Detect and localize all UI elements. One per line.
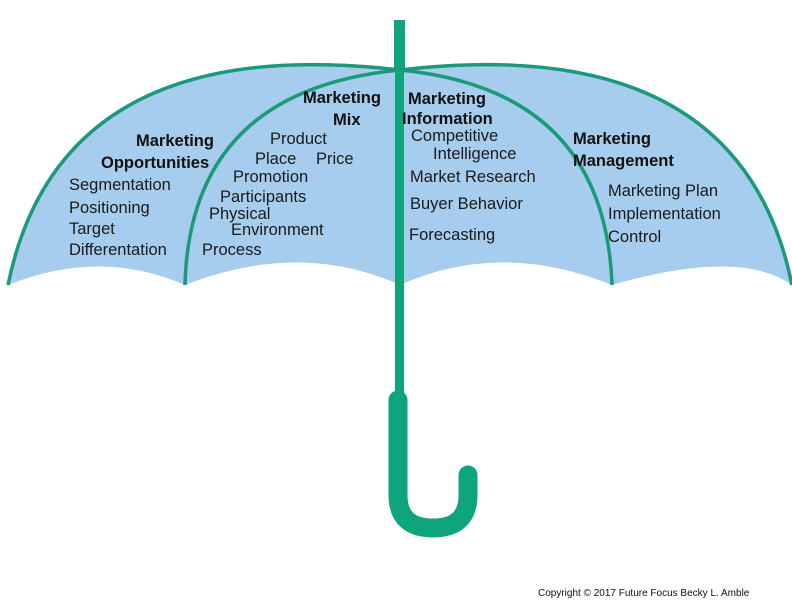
item-control: Control (608, 228, 662, 246)
item-implementation: Implementation (608, 205, 721, 223)
item-promotion: Promotion (233, 168, 309, 186)
umbrella-handle (388, 390, 478, 538)
canopy-rib-right (399, 68, 614, 286)
information-title-line2: Information (402, 110, 493, 128)
item-target: Target (69, 220, 115, 238)
item-segmentation: Segmentation (69, 176, 171, 194)
management-title-line2: Management (573, 152, 674, 170)
item-competitive: Competitive (411, 127, 499, 145)
item-physical: Physical (209, 205, 271, 223)
item-place: Place (255, 150, 297, 168)
item-positioning: Positioning (69, 199, 150, 217)
opportunities-title-line2: Opportunities (101, 154, 210, 172)
item-buyer-behavior: Buyer Behavior (410, 195, 523, 213)
mix-title-line2: Mix (333, 111, 361, 129)
item-forecasting: Forecasting (409, 226, 496, 244)
canopy-rib-left (183, 68, 401, 286)
opportunities-title-line1: Marketing (136, 132, 214, 150)
item-marketing-plan: Marketing Plan (608, 182, 719, 200)
copyright-notice: Copyright © 2017 Future Focus Becky L. A… (538, 588, 750, 599)
information-title-line1: Marketing (408, 90, 486, 108)
item-environment: Environment (231, 221, 324, 239)
item-product: Product (270, 130, 327, 148)
item-intelligence: Intelligence (433, 145, 517, 163)
item-price: Price (316, 150, 354, 168)
item-process: Process (202, 241, 262, 259)
management-title-line1: Marketing (573, 130, 651, 148)
item-differentation: Differentation (69, 241, 167, 259)
item-market-research: Market Research (410, 168, 536, 186)
mix-title-line1: Marketing (303, 89, 381, 107)
umbrella-tip (394, 20, 405, 72)
umbrella-shaft (395, 70, 404, 410)
item-participants: Participants (220, 188, 307, 206)
